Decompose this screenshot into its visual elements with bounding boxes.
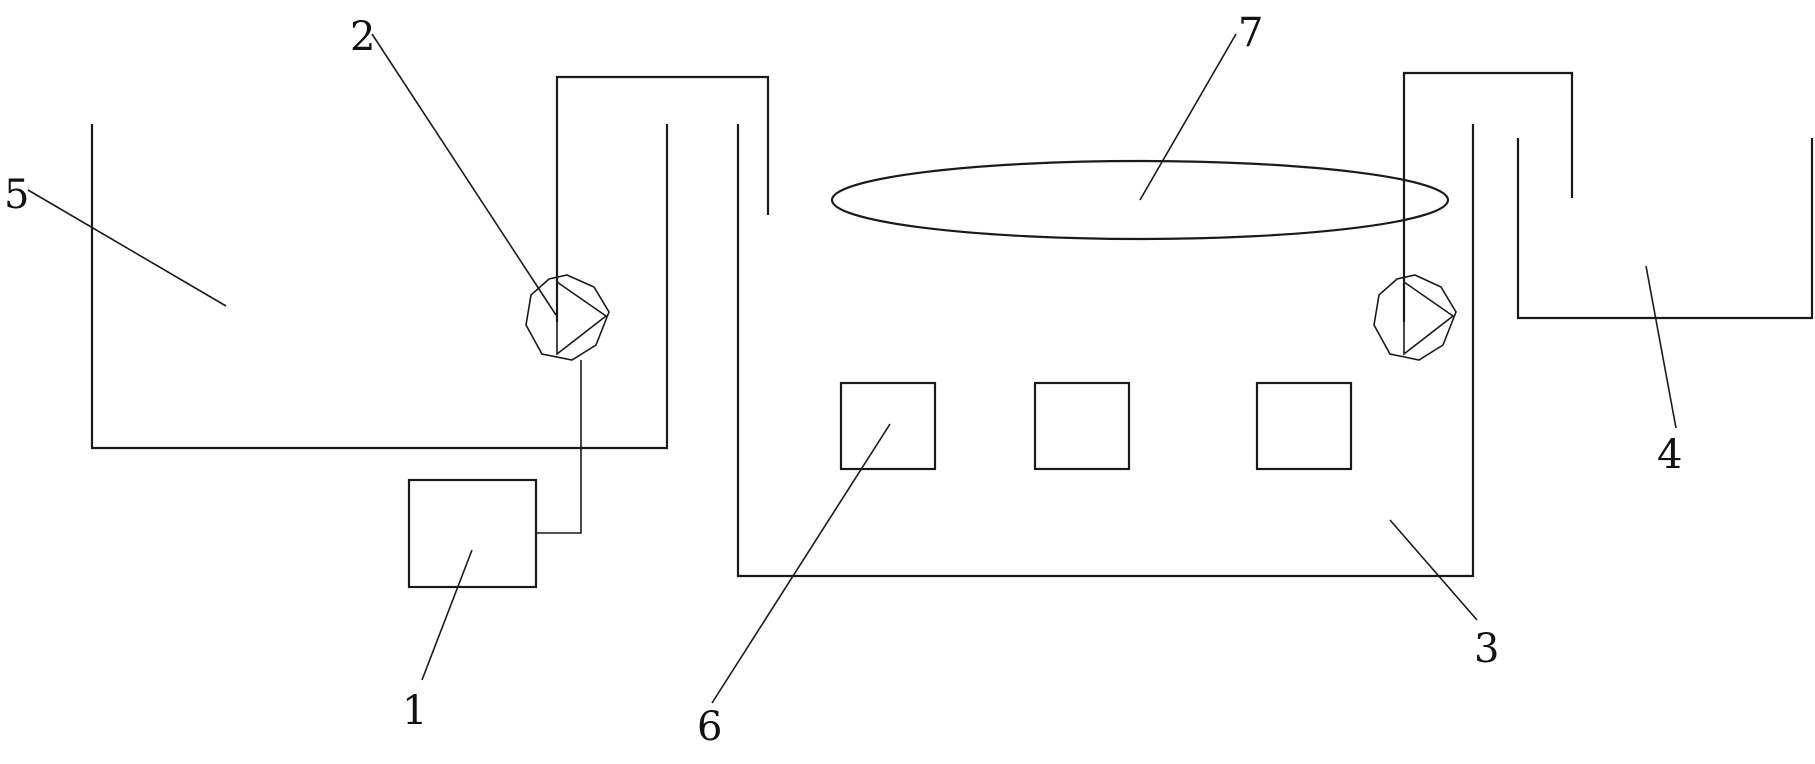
left-transfer-pipe	[555, 75, 770, 322]
label-4: 4	[1657, 432, 1682, 478]
right-pump-triangle	[1403, 280, 1455, 356]
right-pump-housing	[1373, 274, 1457, 361]
label-3: 3	[1474, 626, 1499, 672]
right-tank	[1516, 138, 1814, 320]
leader-line-6	[711, 423, 891, 704]
leader-line-5	[27, 189, 227, 307]
submerged-item-3	[1255, 381, 1353, 471]
pump-control-wire	[537, 360, 582, 534]
left-tank	[90, 124, 669, 450]
leader-line-2	[371, 33, 557, 316]
left-pump-triangle	[556, 280, 608, 356]
right-transfer-pipe	[1402, 71, 1574, 322]
label-6: 6	[697, 704, 722, 750]
right-pump	[1373, 274, 1457, 361]
leader-line-4	[1645, 265, 1677, 429]
leader-line-1	[421, 549, 473, 681]
submerged-item-2	[1033, 381, 1131, 471]
middle-tank	[736, 124, 1475, 578]
floating-element	[830, 159, 1450, 241]
left-pump-housing	[525, 274, 610, 361]
label-1: 1	[402, 688, 427, 734]
leader-line-3	[1389, 519, 1478, 621]
label-5: 5	[4, 172, 29, 218]
label-2: 2	[350, 14, 375, 60]
controller-box	[407, 478, 538, 589]
leader-line-7	[1139, 33, 1237, 201]
submerged-item-1	[839, 381, 937, 471]
left-pump	[525, 274, 610, 361]
label-7: 7	[1238, 10, 1263, 56]
